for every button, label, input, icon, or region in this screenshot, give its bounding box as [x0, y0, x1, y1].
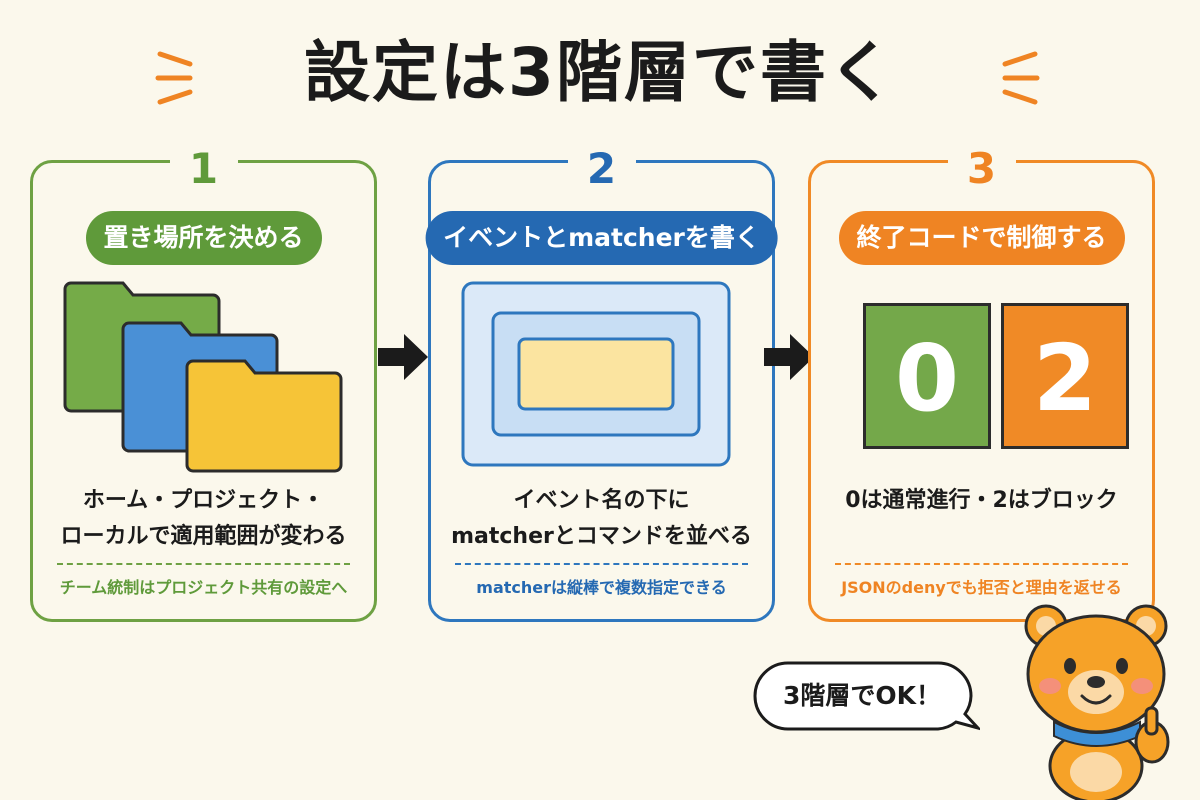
divider — [835, 563, 1128, 565]
emphasis-lines-icon — [155, 51, 193, 105]
step-description: 0は通常進行・2はブロック — [845, 488, 1118, 513]
arrow-right-icon — [764, 334, 814, 380]
bear-mascot-icon — [1024, 604, 1170, 800]
page-title: 設定は3階層で書く — [304, 34, 896, 111]
emphasis-lines-icon — [1002, 51, 1040, 105]
step-number: 2 — [567, 146, 636, 192]
step-note: JSONのdenyでも拒否と理由を返せる — [841, 578, 1122, 597]
arrow-right-icon — [378, 334, 428, 380]
step-note: matcherは縦棒で複数指定できる — [476, 578, 727, 597]
exit-code-0-tile: 0 — [863, 303, 991, 449]
step-description: イベント名の下に — [513, 488, 690, 513]
step-note: チーム統制はプロジェクト共有の設定へ — [59, 578, 348, 597]
step-label: 終了コードで制御する — [838, 211, 1125, 265]
step-panel-placement: 1 置き場所を決める ホーム・プロジェクト・ ローカルで適用範囲が変わる チーム… — [30, 146, 377, 622]
step-label: 置き場所を決める — [85, 211, 322, 265]
step-label: イベントとmatcherを書く — [425, 211, 778, 265]
step-panel-matcher: 2 イベントとmatcherを書く イベント名の下に matcherとコマンドを… — [425, 146, 778, 622]
step-description: ローカルで適用範囲が変わる — [60, 524, 347, 549]
step-number: 3 — [947, 146, 1016, 192]
step-description: matcherとコマンドを並べる — [451, 524, 752, 549]
nested-boxes-icon — [461, 281, 731, 467]
step-panel-exit-code: 3 終了コードで制御する 0 2 0は通常進行・2はブロック JSONのdeny… — [808, 146, 1155, 622]
divider — [455, 563, 748, 565]
divider — [57, 563, 350, 565]
step-number: 1 — [169, 146, 238, 192]
step-description: ホーム・プロジェクト・ — [82, 488, 325, 513]
mascot-speech: 3階層でOK！ — [782, 681, 942, 710]
exit-code-2-tile: 2 — [1001, 303, 1129, 449]
speech-bubble — [753, 661, 980, 731]
folders-icon — [63, 281, 343, 473]
